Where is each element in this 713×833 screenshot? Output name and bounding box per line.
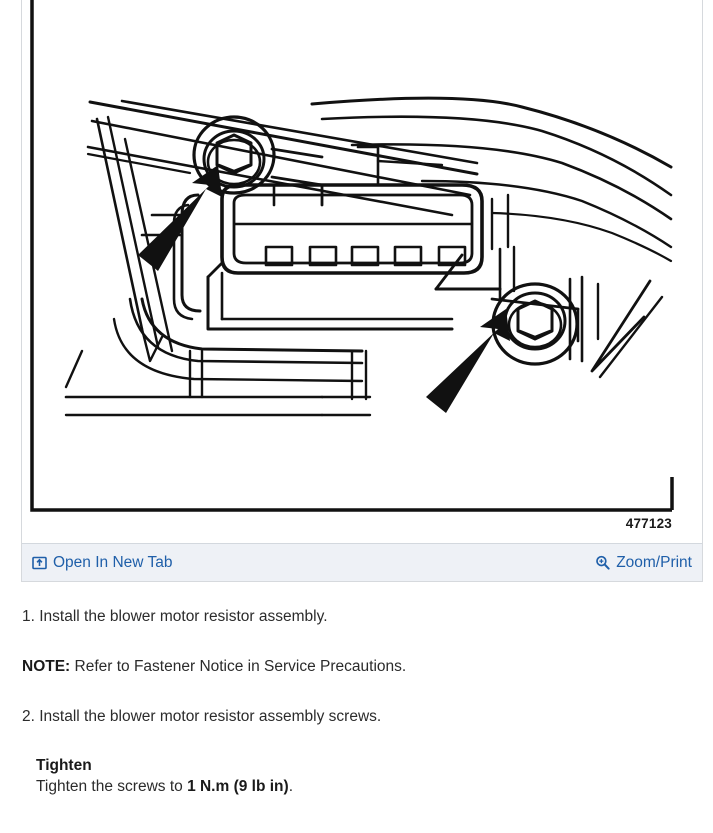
step-2-text: 2. Install the blower motor resistor ass… — [22, 708, 382, 725]
upper-left-screw-arrow — [138, 165, 222, 271]
figure-toolbar: Open In New Tab Zoom/Print — [22, 543, 702, 581]
figure-card: 477123 Open In New Tab Zoom/Print — [21, 0, 703, 582]
figure-image[interactable] — [22, 0, 702, 543]
illustration-linework — [64, 96, 673, 417]
zoom-print-label: Zoom/Print — [616, 554, 692, 571]
tighten-prefix: Tighten the screws to — [36, 778, 188, 795]
technical-illustration — [22, 0, 702, 543]
magnifier-plus-icon — [595, 555, 610, 570]
open-in-new-tab-icon — [32, 555, 47, 570]
resistor-connector — [206, 183, 484, 331]
tighten-block: Tighten Tighten the screws to 1 N.m (9 l… — [14, 755, 315, 797]
lower-right-screw-arrow — [426, 309, 510, 413]
tighten-suffix: . — [288, 778, 293, 795]
step-1-text: 1. Install the blower motor resistor ass… — [22, 608, 328, 625]
tighten-specification: Tighten the screws to 1 N.m (9 lb in). — [14, 776, 315, 797]
open-in-new-tab-label: Open In New Tab — [53, 554, 173, 571]
figure-number: 477123 — [625, 516, 672, 531]
note-text: NOTE: Refer to Fastener Notice in Servic… — [0, 657, 428, 677]
zoom-print-button[interactable]: Zoom/Print — [595, 553, 692, 572]
note-body: Refer to Fastener Notice in Service Prec… — [70, 658, 407, 675]
drawing-frame — [30, 0, 674, 512]
callout-arrows — [138, 165, 510, 413]
note-label: NOTE: — [22, 658, 71, 675]
tighten-heading: Tighten — [36, 757, 92, 774]
torque-value: 1 N.m (9 lb in) — [187, 778, 289, 795]
open-in-new-tab-button[interactable]: Open In New Tab — [32, 553, 172, 572]
